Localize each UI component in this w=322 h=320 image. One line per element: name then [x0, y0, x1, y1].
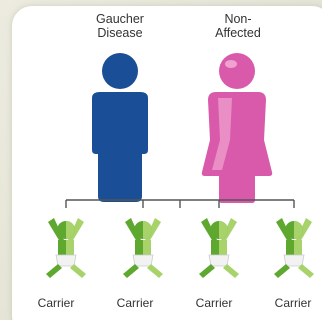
child-figure-2	[199, 218, 239, 278]
child-label-carrier: Carrier	[105, 296, 165, 310]
father-head	[102, 53, 138, 89]
mother-head	[219, 53, 255, 89]
child-figure-3	[274, 218, 314, 278]
mother-head-highlight	[225, 60, 237, 68]
child-label-carrier: Carrier	[184, 296, 244, 310]
mother-figure	[202, 53, 272, 203]
child-figure-0	[46, 218, 86, 278]
father-body	[92, 92, 148, 202]
child-label-carrier: Carrier	[26, 296, 86, 310]
child-figure-1	[123, 218, 163, 278]
father-figure	[92, 53, 148, 202]
family-connector	[66, 200, 294, 208]
child-label-carrier: Carrier	[263, 296, 322, 310]
mother-body	[202, 92, 272, 203]
